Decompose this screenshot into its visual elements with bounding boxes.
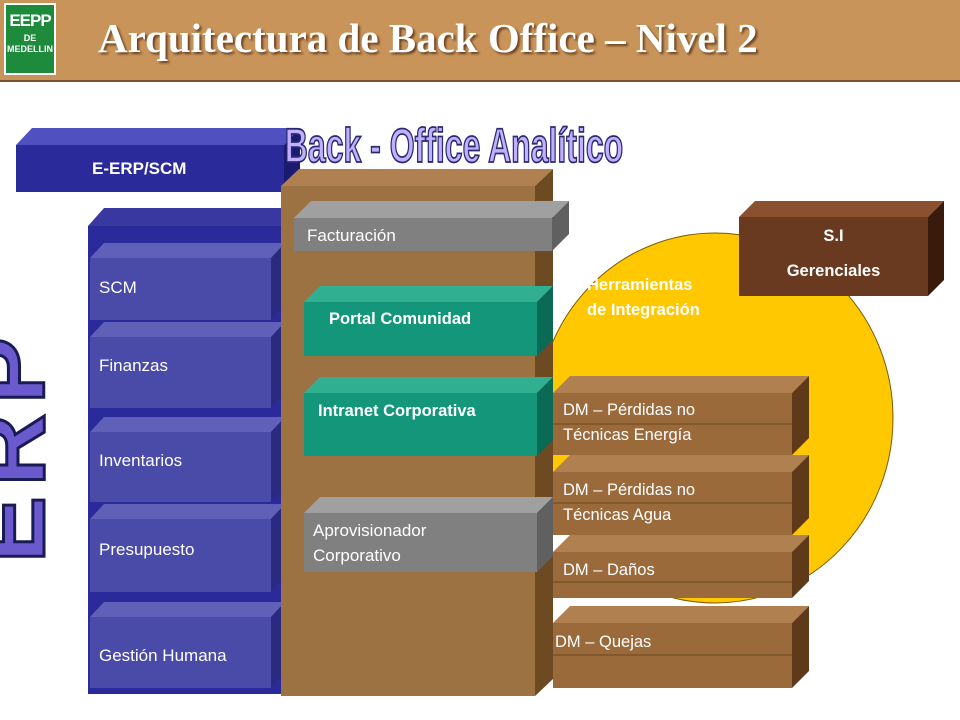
eerp-label: E-ERP/SCM: [92, 159, 187, 178]
eepp-logo: EEPP DE MEDELLIN: [4, 3, 56, 75]
logo-sub1: DE: [23, 33, 37, 43]
aprovisionador-box: [304, 497, 553, 572]
portal-comunidad-label: Portal Comunidad: [329, 310, 472, 328]
module-gestion-humana-label: Gestión Humana: [99, 646, 227, 665]
integration-label-line1: Herramientas: [587, 276, 693, 294]
module-inventarios-label: Inventarios: [99, 451, 183, 470]
dm-agua-line2: Técnicas Agua: [563, 506, 672, 524]
module-finanzas-label: Finanzas: [99, 356, 168, 375]
module-presupuesto-box: [90, 504, 285, 592]
module-presupuesto-label: Presupuesto: [99, 540, 195, 559]
erp-vertical-letters: ERP: [0, 327, 66, 563]
aprovisionador-line2: Corporativo: [313, 546, 401, 565]
intranet-corporativa-box: [304, 377, 553, 456]
page-title: Arquitectura de Back Office – Nivel 2: [98, 15, 758, 61]
dm-quejas-label: DM – Quejas: [555, 633, 652, 651]
logo-text: EEPP: [9, 11, 51, 30]
dm-danos-label: DM – Daños: [563, 561, 655, 579]
module-scm-label: SCM: [99, 278, 137, 297]
facturacion-label: Facturación: [307, 226, 396, 245]
dm-quejas-box: [553, 606, 809, 688]
dm-energia-box: [553, 376, 809, 455]
intranet-corporativa-label: Intranet Corporativa: [318, 402, 476, 420]
logo-sub2: MEDELLIN: [7, 44, 53, 54]
header-bar: [0, 0, 960, 82]
si-label-line2: Gerenciales: [786, 262, 881, 280]
si-label-line1: S.I: [823, 227, 844, 245]
si-gerenciales-box: [739, 201, 944, 296]
dm-agua-line1: DM – Pérdidas no: [563, 481, 696, 499]
back-office-title: Back - Office Analítico: [285, 118, 623, 172]
dm-energia-line2: Técnicas Energía: [563, 426, 692, 444]
dm-danos-box: [553, 535, 809, 598]
module-inventarios-box: [90, 417, 285, 502]
aprovisionador-line1: Aprovisionador: [313, 521, 427, 540]
facturacion-box: [294, 201, 569, 251]
integration-label-line2: de Integración: [587, 301, 700, 319]
dm-energia-line1: DM – Pérdidas no: [563, 401, 696, 419]
dm-agua-box: [553, 455, 809, 535]
portal-comunidad-box: [304, 286, 553, 356]
eerp-box: [16, 128, 300, 192]
module-gestion-humana-box: [90, 602, 285, 688]
module-finanzas-box: [90, 322, 285, 408]
module-scm-box: [90, 243, 285, 320]
